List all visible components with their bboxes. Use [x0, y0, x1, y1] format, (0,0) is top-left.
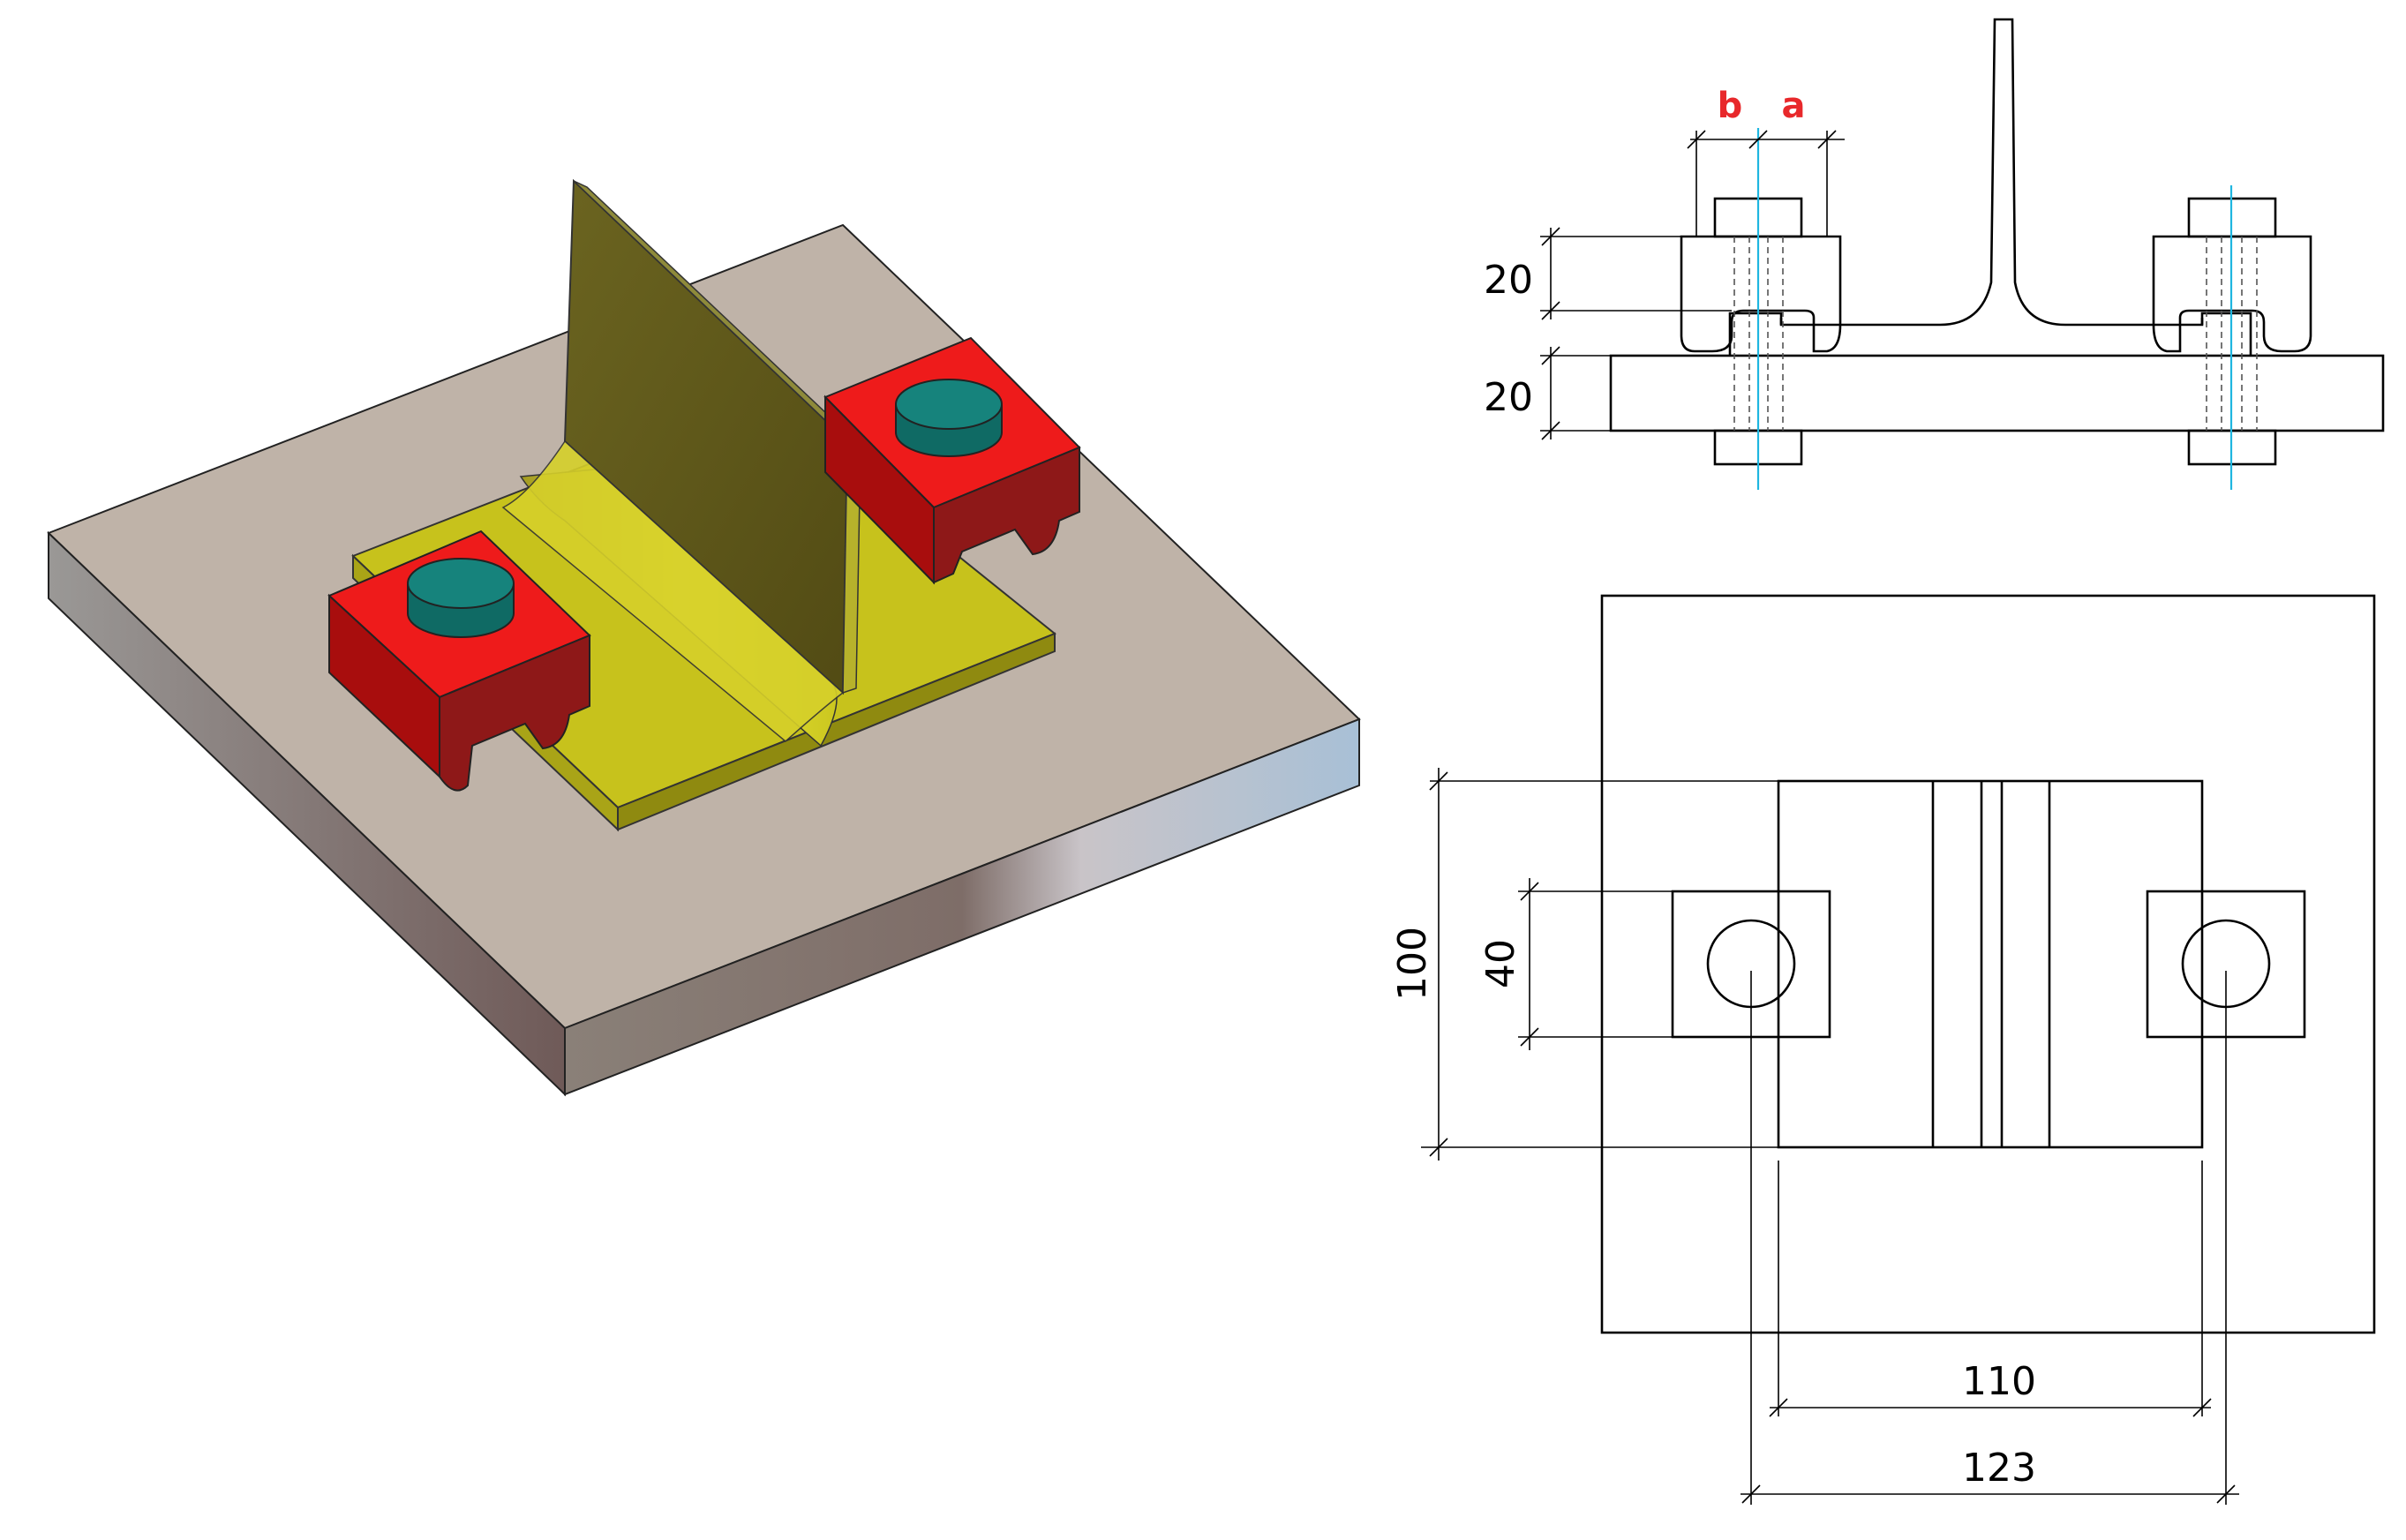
- dim-clamp-width-label: 40: [1478, 939, 1523, 988]
- plan-flange: [1777, 779, 2204, 1149]
- dim-clamp-width: 40: [1478, 878, 1673, 1050]
- bolt-right-head: [895, 379, 1003, 430]
- isometric-view: [47, 178, 1361, 1097]
- side-flange-right-lip: [2200, 312, 2252, 356]
- clamp-left: [327, 530, 591, 792]
- dim-nut-height-label: 20: [1484, 258, 1533, 303]
- dim-flange-length-label: 110: [1962, 1359, 2036, 1404]
- clamp-left-front-face: [439, 634, 590, 792]
- clamp-right-front-face: [933, 446, 1080, 584]
- label-a: a: [1782, 86, 1806, 126]
- bolt-left-head: [407, 558, 515, 609]
- dim-flange-width-label: 100: [1390, 927, 1435, 1001]
- side-flange-left-lip: [1728, 312, 1783, 356]
- dim-flange-length: 110: [1769, 1161, 2212, 1417]
- dim-bolt-spacing-label: 123: [1962, 1446, 2036, 1491]
- dim-plate-thickness: 20: [1484, 346, 1611, 440]
- side-clamp-right: [2152, 235, 2312, 353]
- dim-nut-height: 20: [1484, 227, 1732, 320]
- dim-flange-width: 100: [1390, 768, 1778, 1161]
- dim-b-a: b a: [1687, 86, 1845, 237]
- bolt-left: [407, 558, 515, 638]
- fillet-highlight: [501, 439, 845, 742]
- side-clamp-left: [1680, 235, 1842, 353]
- side-view: b a 20 20: [1484, 18, 2385, 490]
- side-t-profile: [1779, 18, 2204, 327]
- label-b: b: [1718, 86, 1743, 126]
- plan-view: 100 40 110 123: [1390, 594, 2376, 1505]
- side-base-plate: [1609, 354, 2385, 432]
- bolt-right: [895, 379, 1003, 457]
- plan-base-plate: [1600, 594, 2376, 1334]
- dim-plate-thickness-label: 20: [1484, 375, 1533, 420]
- dim-bolt-spacing: 123: [1741, 971, 2239, 1505]
- clamp-right: [823, 336, 1081, 585]
- base-plate-front-face: [564, 717, 1360, 1096]
